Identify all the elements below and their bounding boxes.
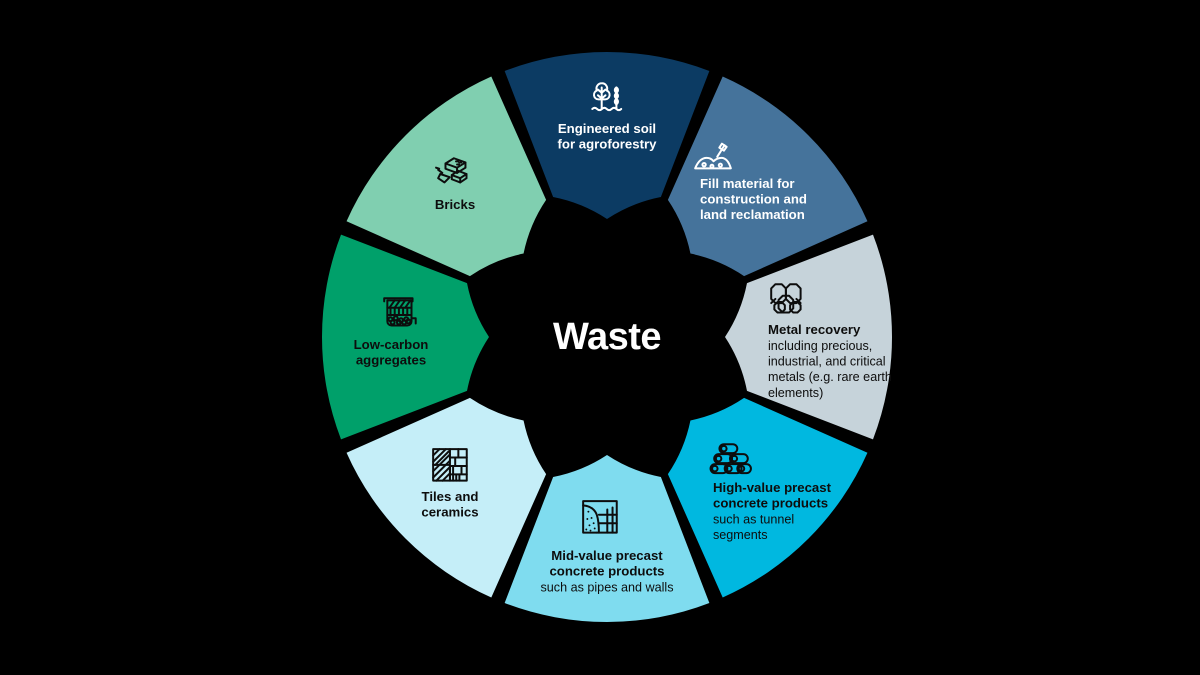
wheel-segment-low-carbon-aggregates[interactable] xyxy=(322,234,489,440)
tile-pattern-icon xyxy=(432,448,468,482)
center-hub xyxy=(507,237,707,437)
center-hub-label: Waste xyxy=(553,316,661,358)
wheel-segment-metal-recovery[interactable] xyxy=(725,234,893,440)
aggregate-sieve-icon xyxy=(383,297,417,327)
concrete-section-icon xyxy=(582,500,618,534)
stacked-pipes-icon xyxy=(709,443,752,475)
wheel-segment-fill-material[interactable] xyxy=(667,76,868,277)
tree-wheat-icon xyxy=(591,82,623,112)
icons-layer xyxy=(383,82,802,534)
metal-ingots-icon xyxy=(770,283,802,314)
soil-pile-shovel-icon xyxy=(694,142,732,170)
segments-layer xyxy=(322,52,893,623)
wheel-segment-high-value-precast[interactable] xyxy=(667,397,868,598)
wheel-segment-tiles-ceramics[interactable] xyxy=(346,397,547,598)
wheel-segment-mid-value-precast[interactable] xyxy=(504,455,710,623)
wheel-segment-engineered-soil[interactable] xyxy=(504,52,710,220)
bricks-trowel-icon xyxy=(435,157,468,184)
segment-label-bricks: Bricks xyxy=(435,197,475,212)
